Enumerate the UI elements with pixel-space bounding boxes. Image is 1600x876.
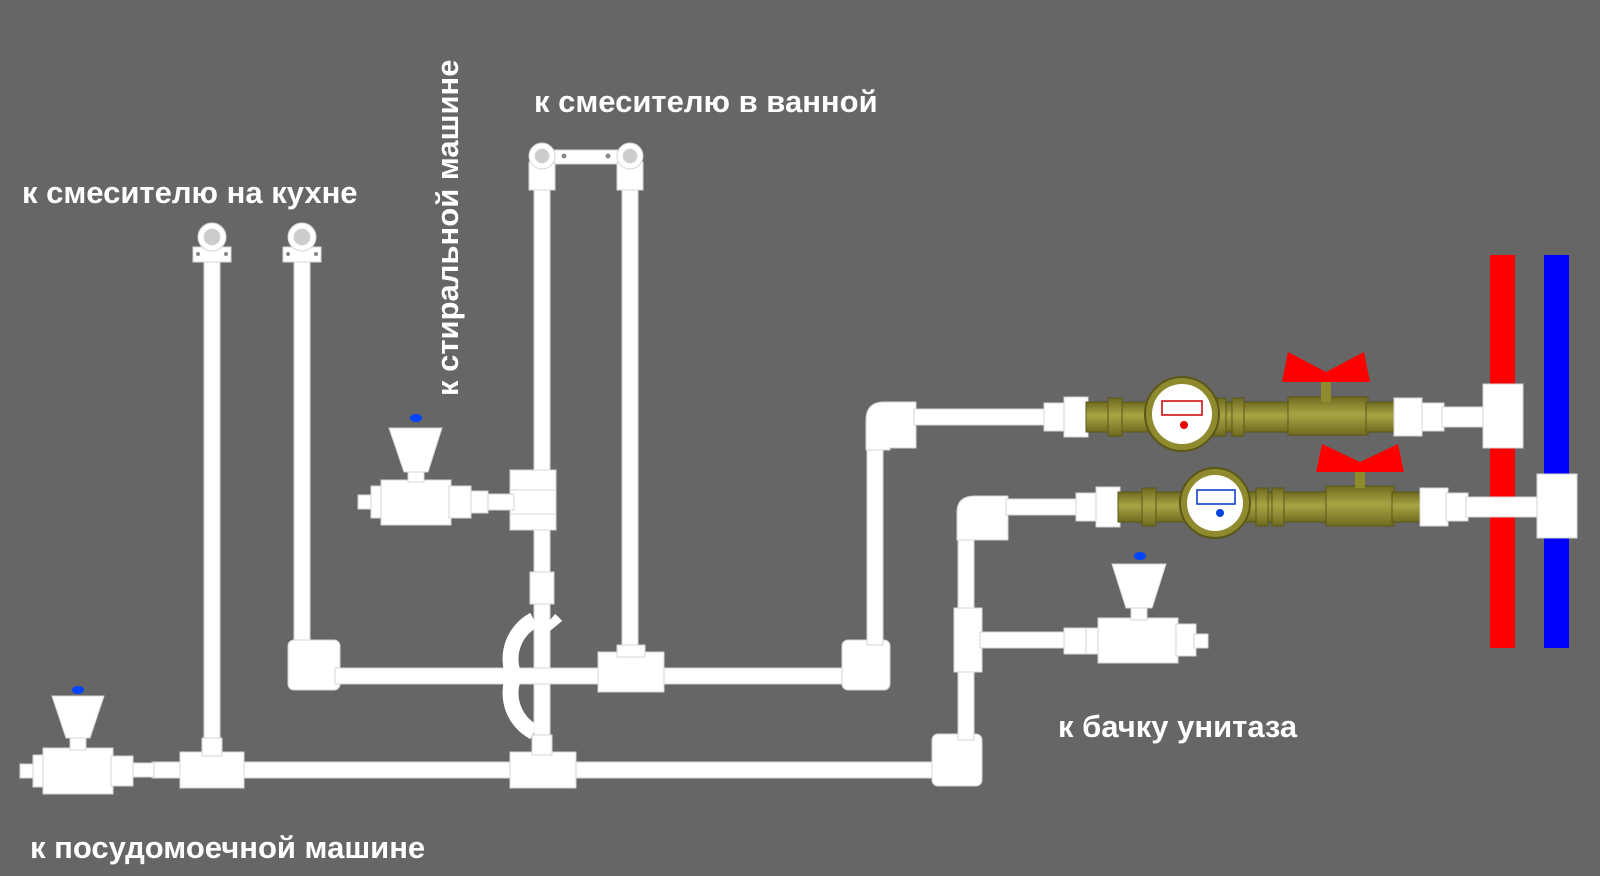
hot-vertical-pipe — [866, 444, 884, 646]
kitchen-pipe-right — [293, 261, 311, 643]
toilet-pipe — [979, 631, 1067, 649]
toilet-tee — [953, 607, 983, 673]
hot-ball-valve[interactable] — [1282, 352, 1370, 402]
hot-meter-assembly — [1085, 352, 1395, 452]
kitchen-wall-fitting-right — [282, 222, 322, 263]
bath-wall-fitting-right — [616, 142, 644, 191]
cold-meter-assembly — [1117, 444, 1421, 539]
kitchen-wall-fitting-left — [192, 222, 232, 263]
hot-elbow-low — [841, 639, 891, 691]
dishwasher-tee-stem — [201, 737, 223, 757]
hot-water-meter — [1144, 376, 1220, 452]
label-washing-machine: к стиральной машине — [430, 59, 465, 397]
kitchen-pipe-left — [203, 261, 221, 743]
cold-water-meter — [1179, 467, 1251, 539]
cold-elbow-low — [931, 733, 983, 787]
hot-water-riser — [1490, 255, 1515, 648]
hot-riser-connection — [1393, 383, 1524, 449]
cold-ball-valve[interactable] — [1316, 444, 1404, 488]
drop-pipe — [533, 529, 551, 771]
bath-wall-fitting-left — [528, 142, 556, 191]
dishwasher-tee — [179, 751, 245, 789]
washer-tee-side — [509, 489, 557, 515]
hot-horizontal-pipe — [334, 667, 848, 685]
bath-pipe-right — [621, 184, 639, 656]
label-kitchen-mixer: к смесителю на кухне — [22, 175, 358, 210]
bath-tee-stem — [616, 644, 646, 658]
hot-pipe-to-meter — [913, 408, 1047, 426]
washer-coupling — [469, 490, 489, 514]
washer-pipe — [485, 493, 515, 511]
toilet-coupling — [1063, 627, 1087, 655]
kitchen-elbow — [287, 639, 341, 691]
hot-coupling-1 — [1043, 402, 1067, 432]
cross-tee — [509, 751, 577, 789]
pipe-network — [119, 142, 1121, 789]
cold-pipe-to-meter — [1005, 498, 1079, 516]
cold-coupling-2 — [1095, 486, 1121, 528]
bath-tee — [597, 651, 665, 693]
label-bath-mixer: к смесителю в ванной — [534, 84, 878, 119]
cold-elbow-top — [956, 495, 1009, 541]
label-toilet-tank: к бачку унитаза — [1058, 709, 1298, 744]
label-dishwasher: к посудомоечной машине — [30, 830, 426, 865]
washing-machine-valve[interactable] — [357, 414, 472, 526]
hot-elbow-top — [865, 401, 917, 451]
cross-tee-stem — [531, 734, 553, 756]
cold-coupling-1 — [1075, 492, 1099, 522]
bath-pipe-left — [533, 184, 551, 516]
hot-coupling-2 — [1063, 396, 1089, 438]
bypass-arc — [502, 612, 539, 740]
dishwasher-valve[interactable] — [19, 686, 134, 795]
drop-coupling — [529, 571, 555, 605]
cold-riser-connection — [1419, 473, 1578, 539]
cold-water-riser — [1544, 255, 1569, 648]
toilet-tank-valve[interactable] — [1085, 552, 1209, 664]
